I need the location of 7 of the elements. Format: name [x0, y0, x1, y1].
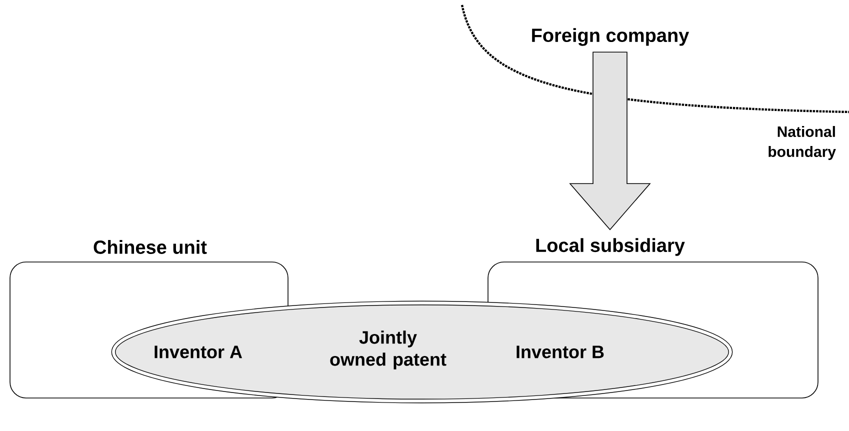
inventor-label: Inventor B	[516, 346, 604, 358]
boundary-label: National boundary	[768, 126, 836, 160]
inventor-label: Inventor A	[154, 346, 242, 358]
node-label: Chinese unit	[94, 240, 207, 254]
heading-text: Foreign company	[532, 28, 690, 46]
node-label: Local subsidiary	[536, 238, 685, 256]
arrow	[569, 52, 651, 230]
